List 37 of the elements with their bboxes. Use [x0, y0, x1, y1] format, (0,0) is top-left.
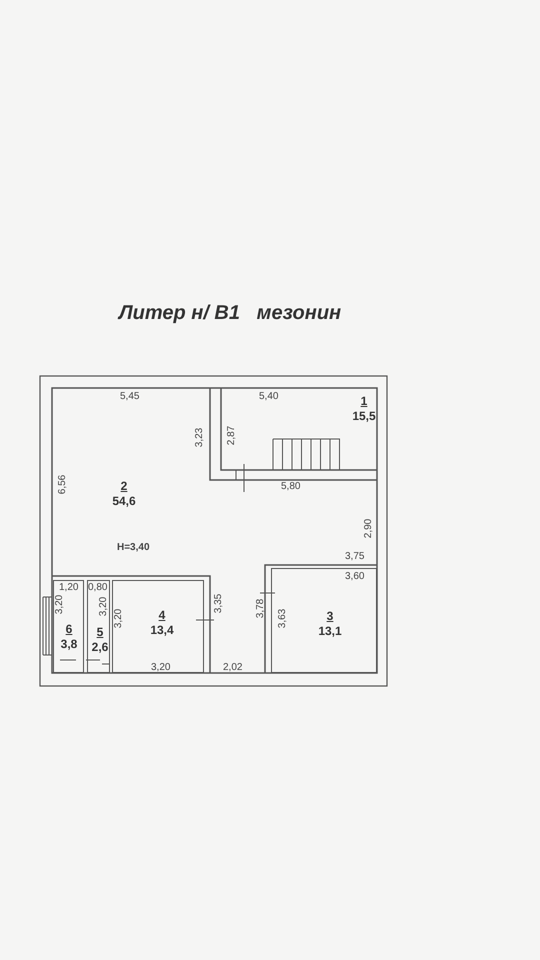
room-number: 4	[158, 608, 166, 623]
room-area-value: 13,1	[318, 624, 342, 639]
room-outline	[87, 580, 110, 673]
room-number: 2	[120, 479, 128, 494]
dimension-label: 3,20	[54, 594, 66, 614]
room-area-value: 15,5	[352, 409, 376, 424]
room-outline	[112, 580, 204, 673]
dimension-label: 5,80	[281, 481, 300, 492]
dimension-label: 6,56	[57, 474, 68, 494]
room-area-value: 54,6	[112, 494, 136, 509]
dimension-label: 1,20	[59, 582, 78, 593]
room-outline	[271, 568, 377, 673]
room-area-value: 3,8	[60, 637, 78, 652]
dimension-label: 2,87	[226, 426, 238, 446]
dimension-label: 3,60	[345, 571, 364, 582]
dimension-label: 3,75	[345, 551, 364, 562]
dimension-label: 5,40	[259, 391, 278, 402]
ceiling-height-label: H=3,40	[117, 542, 150, 553]
dimension-label: 3,20	[113, 608, 124, 628]
dimension-label: 2,02	[223, 662, 242, 673]
dimension-label: 5,45	[120, 391, 140, 402]
dimension-label: 3,35	[213, 594, 224, 614]
room-number: 6	[66, 622, 72, 637]
plan-title: Литер н/ В1 мезонин	[116, 302, 342, 325]
dimension-label: 3,63	[277, 608, 288, 628]
room-area-value: 2,6	[92, 640, 108, 655]
room-number: 3	[326, 609, 334, 624]
room-number: 5	[96, 625, 104, 640]
room-number: 1	[360, 394, 368, 409]
dimension-label: 3,20	[151, 662, 170, 673]
dimension-label: 3,23	[194, 428, 206, 448]
dimension-label: 3,78	[255, 598, 266, 618]
dimension-label: 2,90	[363, 518, 374, 538]
dimension-label: 0,80	[88, 582, 108, 593]
room-area-value: 13,4	[150, 623, 174, 638]
dimension-label: 3,20	[98, 596, 110, 616]
room-outline	[53, 580, 84, 673]
